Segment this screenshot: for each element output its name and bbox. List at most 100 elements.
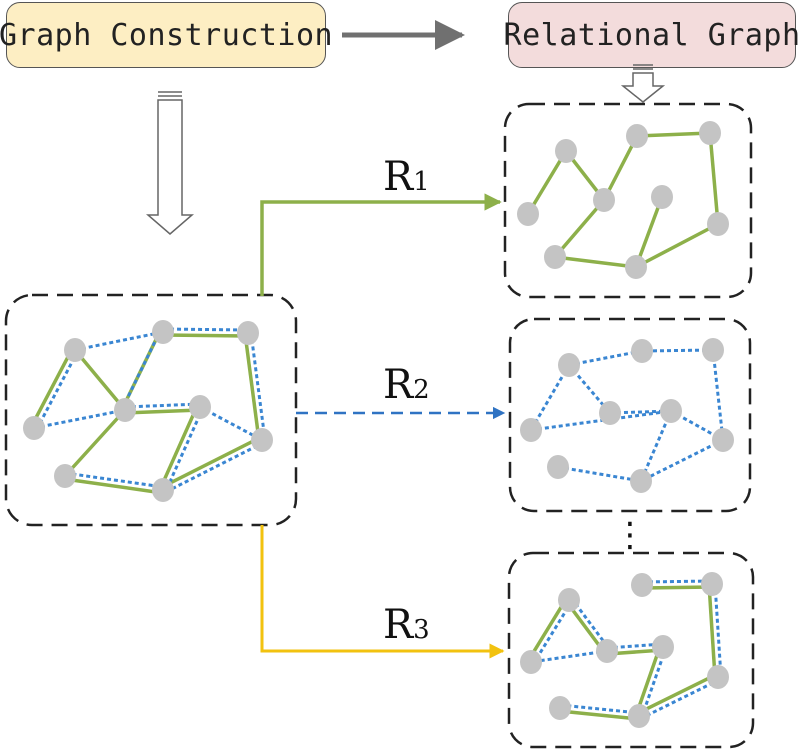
combined-graph-node — [54, 464, 76, 488]
combined-graph-green-edge — [73, 348, 127, 412]
relation-3-graph-node — [596, 639, 618, 663]
relation-2-graph-node — [631, 339, 653, 363]
relation-2-graph-node — [712, 428, 734, 452]
combined-graph-blue-edge — [124, 402, 200, 409]
relation-1-graph-node — [651, 185, 673, 209]
combined-graph-green-edge — [162, 333, 248, 338]
relation-1-graph-node — [544, 245, 566, 269]
relation-3-graph-blue-edge — [641, 579, 712, 584]
relation-3-graph-blue-edge — [530, 649, 608, 664]
combined-graph-green-edge — [160, 435, 262, 489]
combined-graph-node — [189, 395, 211, 419]
combined-graph-node — [152, 478, 174, 502]
relation-1-graph-green-edge — [634, 196, 664, 268]
relation-3-graph-node — [631, 573, 653, 597]
relation-1-graph-green-edge — [554, 255, 637, 269]
relation-3-graph-node — [628, 704, 650, 728]
combined-graph-node — [23, 416, 45, 440]
relational-graph-label: Relational Graph — [503, 17, 801, 53]
combined-graph-blue-edge — [65, 471, 164, 489]
combined-graph-node — [237, 321, 259, 345]
relation-3-graph-node — [520, 650, 542, 674]
combined-graph-node — [251, 428, 273, 452]
graph-construction-title-box: Graph Construction — [0, 2, 333, 68]
combined-graph-blue-edge — [33, 408, 126, 430]
relation-1-graph-green-edge — [635, 222, 719, 269]
relation-3-graph-blue-edge — [560, 703, 640, 715]
relation-3-graph-blue-edge — [713, 583, 723, 677]
relation-2-graph-blue-edge — [641, 348, 714, 353]
combined-graph-node — [64, 338, 86, 362]
relation-1-label: R1 — [383, 154, 430, 200]
relation-2-graph-blue-edge — [557, 465, 642, 483]
relation-1-graph-green-edge — [636, 131, 711, 138]
combined-graph-green-edge — [243, 333, 261, 441]
combined-graph-blue-edge — [35, 350, 79, 431]
relation-3-connector — [260, 525, 505, 659]
relation-1-graph-node — [517, 202, 539, 226]
combined-graph-blue-edge — [164, 407, 205, 492]
graph-construction-label: Graph Construction — [0, 17, 334, 53]
combined-graph-node — [152, 320, 174, 344]
combined-graph-blue-edge — [249, 332, 267, 440]
relation-3-label: R3 — [383, 602, 430, 648]
combined-graph-container — [4, 293, 298, 527]
relation-1-graph-node — [593, 188, 615, 212]
relation-2-graph-node — [558, 353, 580, 377]
relation-1-graph-green-edge — [708, 132, 720, 225]
combined-graph-node — [114, 398, 136, 422]
relation-3-graph-green-edge — [636, 672, 718, 715]
relation-3-graph-node — [558, 588, 580, 612]
relation-2-label: R2 — [383, 362, 430, 408]
combined-graph-blue-edge — [163, 327, 249, 332]
relation-2-graph-node — [702, 338, 724, 362]
graph-edges-and-nodes — [23, 121, 734, 728]
relation-1-graph-node — [625, 255, 647, 279]
relation-3-graph-blue-edge — [639, 678, 720, 721]
down-arrow-relational — [620, 64, 666, 103]
relation-2-graph-node — [630, 469, 652, 493]
relation-1-graph-green-edge — [526, 150, 568, 215]
relational-graph-title-box: Relational Graph — [504, 2, 800, 68]
combined-graph-green-edge — [158, 405, 199, 490]
relation-3-graph-node — [707, 665, 729, 689]
relation-2-graph-blue-edge — [640, 438, 724, 483]
combined-graph-green-edge — [64, 477, 163, 495]
combined-graph-blue-edge — [74, 330, 164, 352]
combined-graph-blue-edge — [163, 441, 265, 495]
relation-2-graph-node — [520, 418, 542, 442]
relation-3-graph-green-edge — [642, 585, 713, 590]
relation-1-connector — [260, 193, 502, 296]
relation-1-graph-node — [707, 212, 729, 236]
relation-3-graph-node — [549, 696, 571, 720]
ellipsis-more-relations: ⋮ — [613, 515, 647, 555]
combined-graph-green-edge — [29, 347, 74, 428]
relation-1-graph-green-edge — [602, 135, 639, 201]
relation-3-graph-node — [652, 635, 674, 659]
combined-graph-blue-edge — [120, 330, 162, 410]
relation-2-graph-blue-edge — [530, 409, 672, 432]
relation-1-graph-node — [626, 124, 648, 148]
combined-graph-green-edge — [125, 408, 201, 415]
relation-1-graph-node — [555, 139, 577, 163]
relation-2-graph-container — [508, 317, 752, 513]
down-arrow-construction — [145, 91, 195, 235]
relation-3-graph-green-edge — [559, 709, 639, 721]
relation-1-graph-green-edge — [553, 198, 606, 259]
relation-3-graph-blue-edge — [532, 600, 573, 665]
relation-1-graph-node — [699, 121, 721, 145]
combined-graph-blue-edge — [199, 405, 263, 442]
relation-3-graph-green-edge — [634, 645, 662, 716]
relation-2-graph-blue-edge — [639, 410, 673, 482]
relation-3-graph-green-edge — [526, 597, 568, 662]
relation-3-graph-blue-edge — [640, 647, 668, 718]
combined-graph-green-edge — [63, 408, 127, 478]
relation-3-graph-node — [701, 572, 723, 596]
relation-2-graph-blue-edge — [711, 349, 725, 441]
relation-3-graph-container — [507, 551, 755, 749]
relation-2-graph-node — [599, 401, 621, 425]
relation-1-graph-container — [503, 102, 753, 299]
relation-2-graph-node — [547, 455, 569, 479]
relation-2-graph-node — [660, 399, 682, 423]
